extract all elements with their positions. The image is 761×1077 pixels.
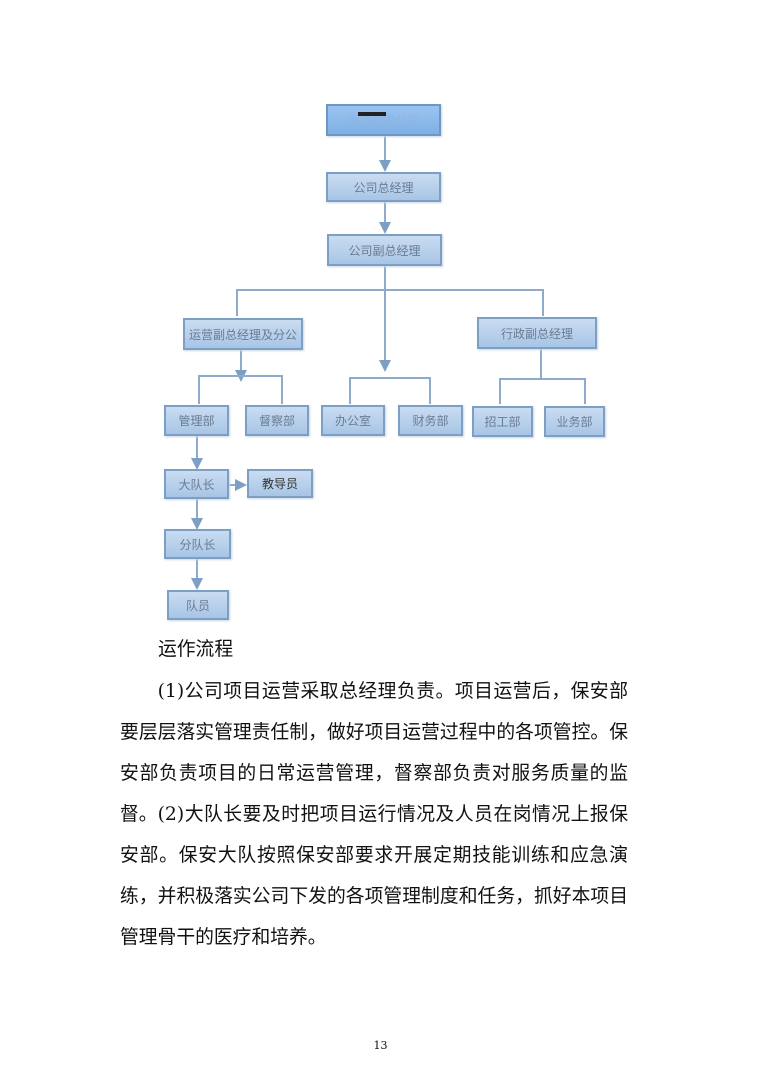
org-box-general-manager: 公司总经理: [326, 172, 441, 202]
paragraph-2: (2)大队长要及时把项目运行情况及人员在岗情况上报保安部。保安大队按照保安部要求…: [120, 804, 628, 948]
org-box-deputy-gm: 公司副总经理: [327, 234, 442, 266]
org-box-squad-leader: 分队长: [164, 529, 231, 559]
connector: [499, 378, 586, 404]
org-box-captain: 大队长: [164, 469, 229, 499]
org-chart-connectors: [191, 135, 586, 590]
org-box-inspection-dept: 督察部: [245, 405, 309, 436]
org-box-management-dept: 管理部: [164, 405, 229, 436]
org-box-recruitment-dept: 招工部: [472, 406, 533, 437]
org-box-office: 办公室: [321, 405, 385, 436]
org-box-root: 服务有限公司: [326, 104, 441, 136]
connector: [236, 289, 544, 316]
org-box-label: 服务有限公司: [347, 113, 420, 128]
org-box-business-dept: 业务部: [544, 406, 605, 437]
org-box-member: 队员: [167, 590, 229, 620]
paragraph-1: (1)公司项目运营采取总经理负责。项目运营后，保安部要层层落实管理责任制，做好项…: [120, 681, 628, 825]
org-box-admin-deputy: 行政副总经理: [477, 317, 597, 349]
org-box-instructor: 教导员: [247, 469, 313, 498]
connector: [198, 375, 283, 404]
page-number: 13: [373, 1039, 388, 1052]
org-box-finance-dept: 财务部: [398, 405, 463, 436]
org-box-ops-deputy: 运营副总经理及分公: [183, 318, 303, 350]
connector: [349, 377, 431, 404]
redaction-bar: [358, 112, 386, 116]
section-heading: 运作流程: [158, 639, 234, 660]
